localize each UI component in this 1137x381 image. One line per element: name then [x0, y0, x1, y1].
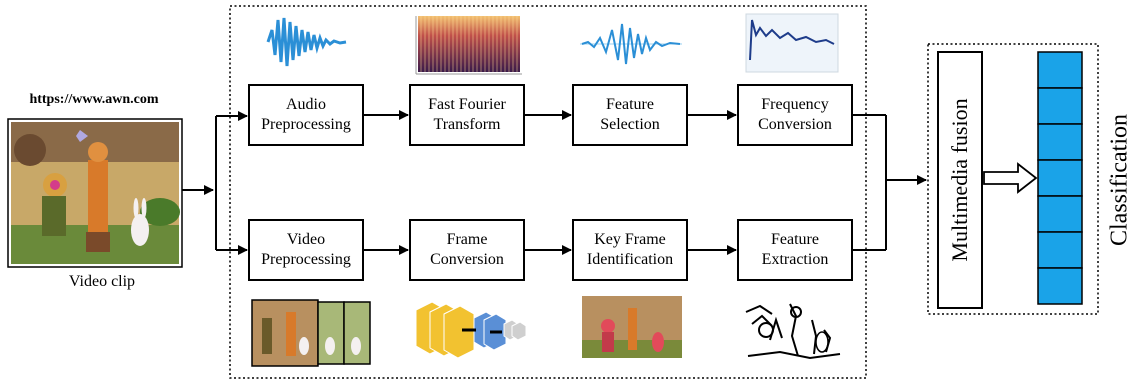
signal-icon: [580, 23, 682, 65]
frequency-conversion-box: [737, 84, 853, 146]
video-preprocessing-label: Video Preprocessing: [249, 230, 363, 270]
label-line: Feature: [771, 231, 819, 248]
label-line: Key Frame: [594, 231, 666, 248]
label-line: Audio: [286, 96, 326, 113]
frame-stack-icon: [251, 299, 371, 367]
video-clip-thumbnail: [7, 118, 183, 268]
cnn-layers-icon: [415, 301, 527, 359]
feature-extraction-label: Feature Extraction: [738, 230, 852, 270]
key-frame-box: [572, 219, 688, 281]
label-line: Frequency: [761, 96, 829, 113]
key-frame-label: Key Frame Identification: [573, 230, 687, 270]
label-line: Selection: [600, 116, 660, 133]
fft-label: Fast Fourier Transform: [410, 95, 524, 135]
hollow-arrow: [983, 162, 1038, 194]
spectrogram-icon: [415, 16, 522, 75]
label-line: Extraction: [761, 251, 829, 268]
video-clip-caption: Video clip: [68, 273, 136, 290]
label-line: Preprocessing: [261, 251, 351, 268]
label-line: Conversion: [758, 116, 832, 133]
classifier-stack: [1037, 51, 1083, 305]
label-line: Identification: [586, 251, 674, 268]
classification-label: Classification: [1106, 114, 1133, 246]
label-line: Transform: [433, 116, 501, 133]
label-line: Fast Fourier: [428, 96, 506, 113]
source-url: https://www.awn.com: [29, 92, 159, 107]
feature-selection-label: Feature Selection: [573, 95, 687, 135]
feature-selection-box: [572, 84, 688, 146]
feature-extraction-box: [737, 219, 853, 281]
edge-extraction-icon: [744, 298, 842, 362]
video-preprocessing-box: [248, 219, 364, 281]
frame-conversion-box: [409, 219, 525, 281]
multimedia-fusion-box: [937, 51, 983, 309]
label-line: Conversion: [430, 251, 504, 268]
label-line: Feature: [606, 96, 654, 113]
audio-preprocessing-label: Audio Preprocessing: [249, 95, 363, 135]
waveform-icon: [266, 17, 347, 67]
label-line: Preprocessing: [261, 116, 351, 133]
multimedia-fusion-label: Multimedia fusion: [947, 98, 972, 262]
key-frame-icon: [582, 296, 682, 358]
label-line: Video: [286, 231, 326, 248]
frequency-plot-icon: [745, 13, 839, 73]
audio-preprocessing-box: [248, 84, 364, 146]
label-line: Frame: [446, 231, 488, 248]
frequency-conversion-label: Frequency Conversion: [738, 95, 852, 135]
frame-conversion-label: Frame Conversion: [410, 230, 524, 270]
